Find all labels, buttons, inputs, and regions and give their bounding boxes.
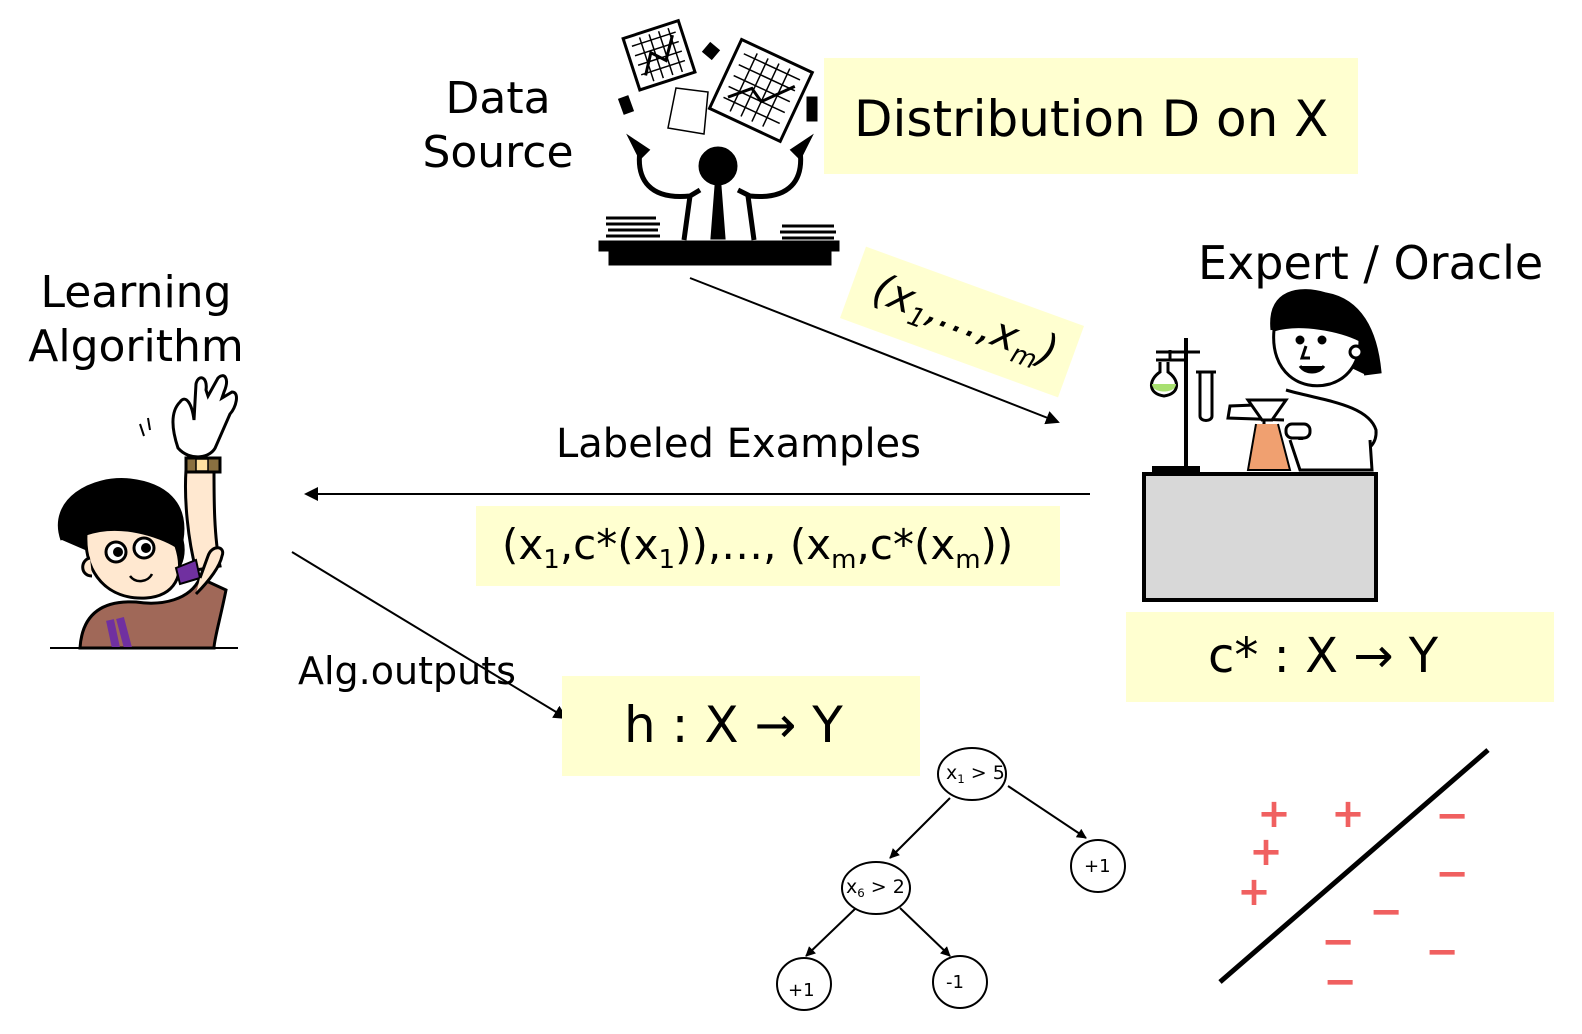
minus-mark: − bbox=[1323, 959, 1357, 1005]
data-source-label-line1: Data bbox=[445, 73, 551, 124]
minus-mark: − bbox=[1425, 929, 1459, 975]
linear-separator bbox=[1218, 748, 1490, 984]
tree-root-label: x1 > 5 bbox=[946, 764, 1005, 786]
tree-root-sub: 1 bbox=[957, 772, 965, 787]
tree-right-leaf-label: +1 bbox=[1084, 856, 1111, 877]
tree-left-label: x6 > 2 bbox=[846, 878, 905, 900]
labeled-s1: 1 bbox=[543, 545, 560, 576]
tree-edge bbox=[889, 797, 951, 859]
target-concept-label: c* : X → Y bbox=[1208, 628, 1439, 684]
plus-mark: + bbox=[1237, 869, 1271, 915]
labeled-s3: m bbox=[831, 545, 857, 576]
labeled-s4: m bbox=[955, 545, 981, 576]
labeled-examples-values: (x1,c*(x1)),…, (xm,c*(xm)) bbox=[502, 524, 1013, 576]
student-icon bbox=[50, 374, 238, 650]
learning-algorithm-label: Learning Algorithm bbox=[24, 266, 248, 374]
decision-tree bbox=[776, 747, 1126, 1011]
labeled-p3: )),…, (x bbox=[675, 520, 832, 569]
data-source-label: Data Source bbox=[416, 72, 580, 180]
plus-mark: + bbox=[1249, 829, 1283, 875]
minus-mark: − bbox=[1435, 793, 1469, 839]
tree-root-rest: > 5 bbox=[964, 762, 1005, 784]
distribution-label: Distribution D on X bbox=[854, 90, 1329, 148]
scientist-icon bbox=[1142, 289, 1382, 602]
expert-oracle-label: Expert / Oracle bbox=[1198, 236, 1544, 290]
tree-left-sub: 6 bbox=[857, 886, 865, 901]
tree-root-var: x bbox=[946, 762, 958, 784]
tree-left-right-leaf-label: -1 bbox=[946, 972, 964, 993]
tree-leaf-left-right bbox=[932, 955, 988, 1009]
tree-edge bbox=[805, 907, 857, 957]
labeled-p1: (x bbox=[502, 520, 544, 569]
labeled-p2: ,c*(x bbox=[559, 520, 659, 569]
plus-mark: + bbox=[1257, 791, 1291, 837]
labeled-p4: ,c*(x bbox=[856, 520, 956, 569]
juggler-icon bbox=[598, 18, 840, 266]
tree-leaf-right bbox=[1070, 839, 1126, 893]
tree-leaf-left-left bbox=[776, 957, 832, 1011]
arrow-learner-to-hypothesis bbox=[291, 551, 568, 720]
distribution-box bbox=[824, 58, 1358, 174]
arrow-source-to-expert bbox=[689, 277, 1060, 425]
target-concept-box bbox=[1126, 612, 1554, 702]
tree-left-var: x bbox=[846, 876, 858, 898]
hypothesis-box bbox=[562, 676, 920, 776]
data-source-label-line2: Source bbox=[422, 127, 574, 178]
labeled-examples-box bbox=[476, 506, 1060, 586]
tree-node-left bbox=[841, 861, 911, 915]
labeled-p5: )) bbox=[980, 520, 1014, 569]
tree-edge bbox=[1007, 785, 1087, 839]
learning-algorithm-line2: Algorithm bbox=[28, 321, 244, 372]
alg-outputs-label: Alg.outputs bbox=[298, 649, 516, 693]
tree-edge bbox=[899, 907, 951, 957]
tree-node-root bbox=[937, 747, 1007, 801]
plus-mark: + bbox=[1331, 791, 1365, 837]
hypothesis-label: h : X → Y bbox=[624, 696, 843, 754]
minus-mark: − bbox=[1435, 851, 1469, 897]
labeled-examples-label: Labeled Examples bbox=[556, 421, 921, 467]
tree-left-rest: > 2 bbox=[864, 876, 905, 898]
learning-algorithm-line1: Learning bbox=[40, 267, 232, 318]
tree-left-left-leaf-label: +1 bbox=[788, 980, 815, 1001]
minus-mark: − bbox=[1321, 919, 1355, 965]
minus-mark: − bbox=[1369, 889, 1403, 935]
labeled-s2: 1 bbox=[658, 545, 676, 576]
